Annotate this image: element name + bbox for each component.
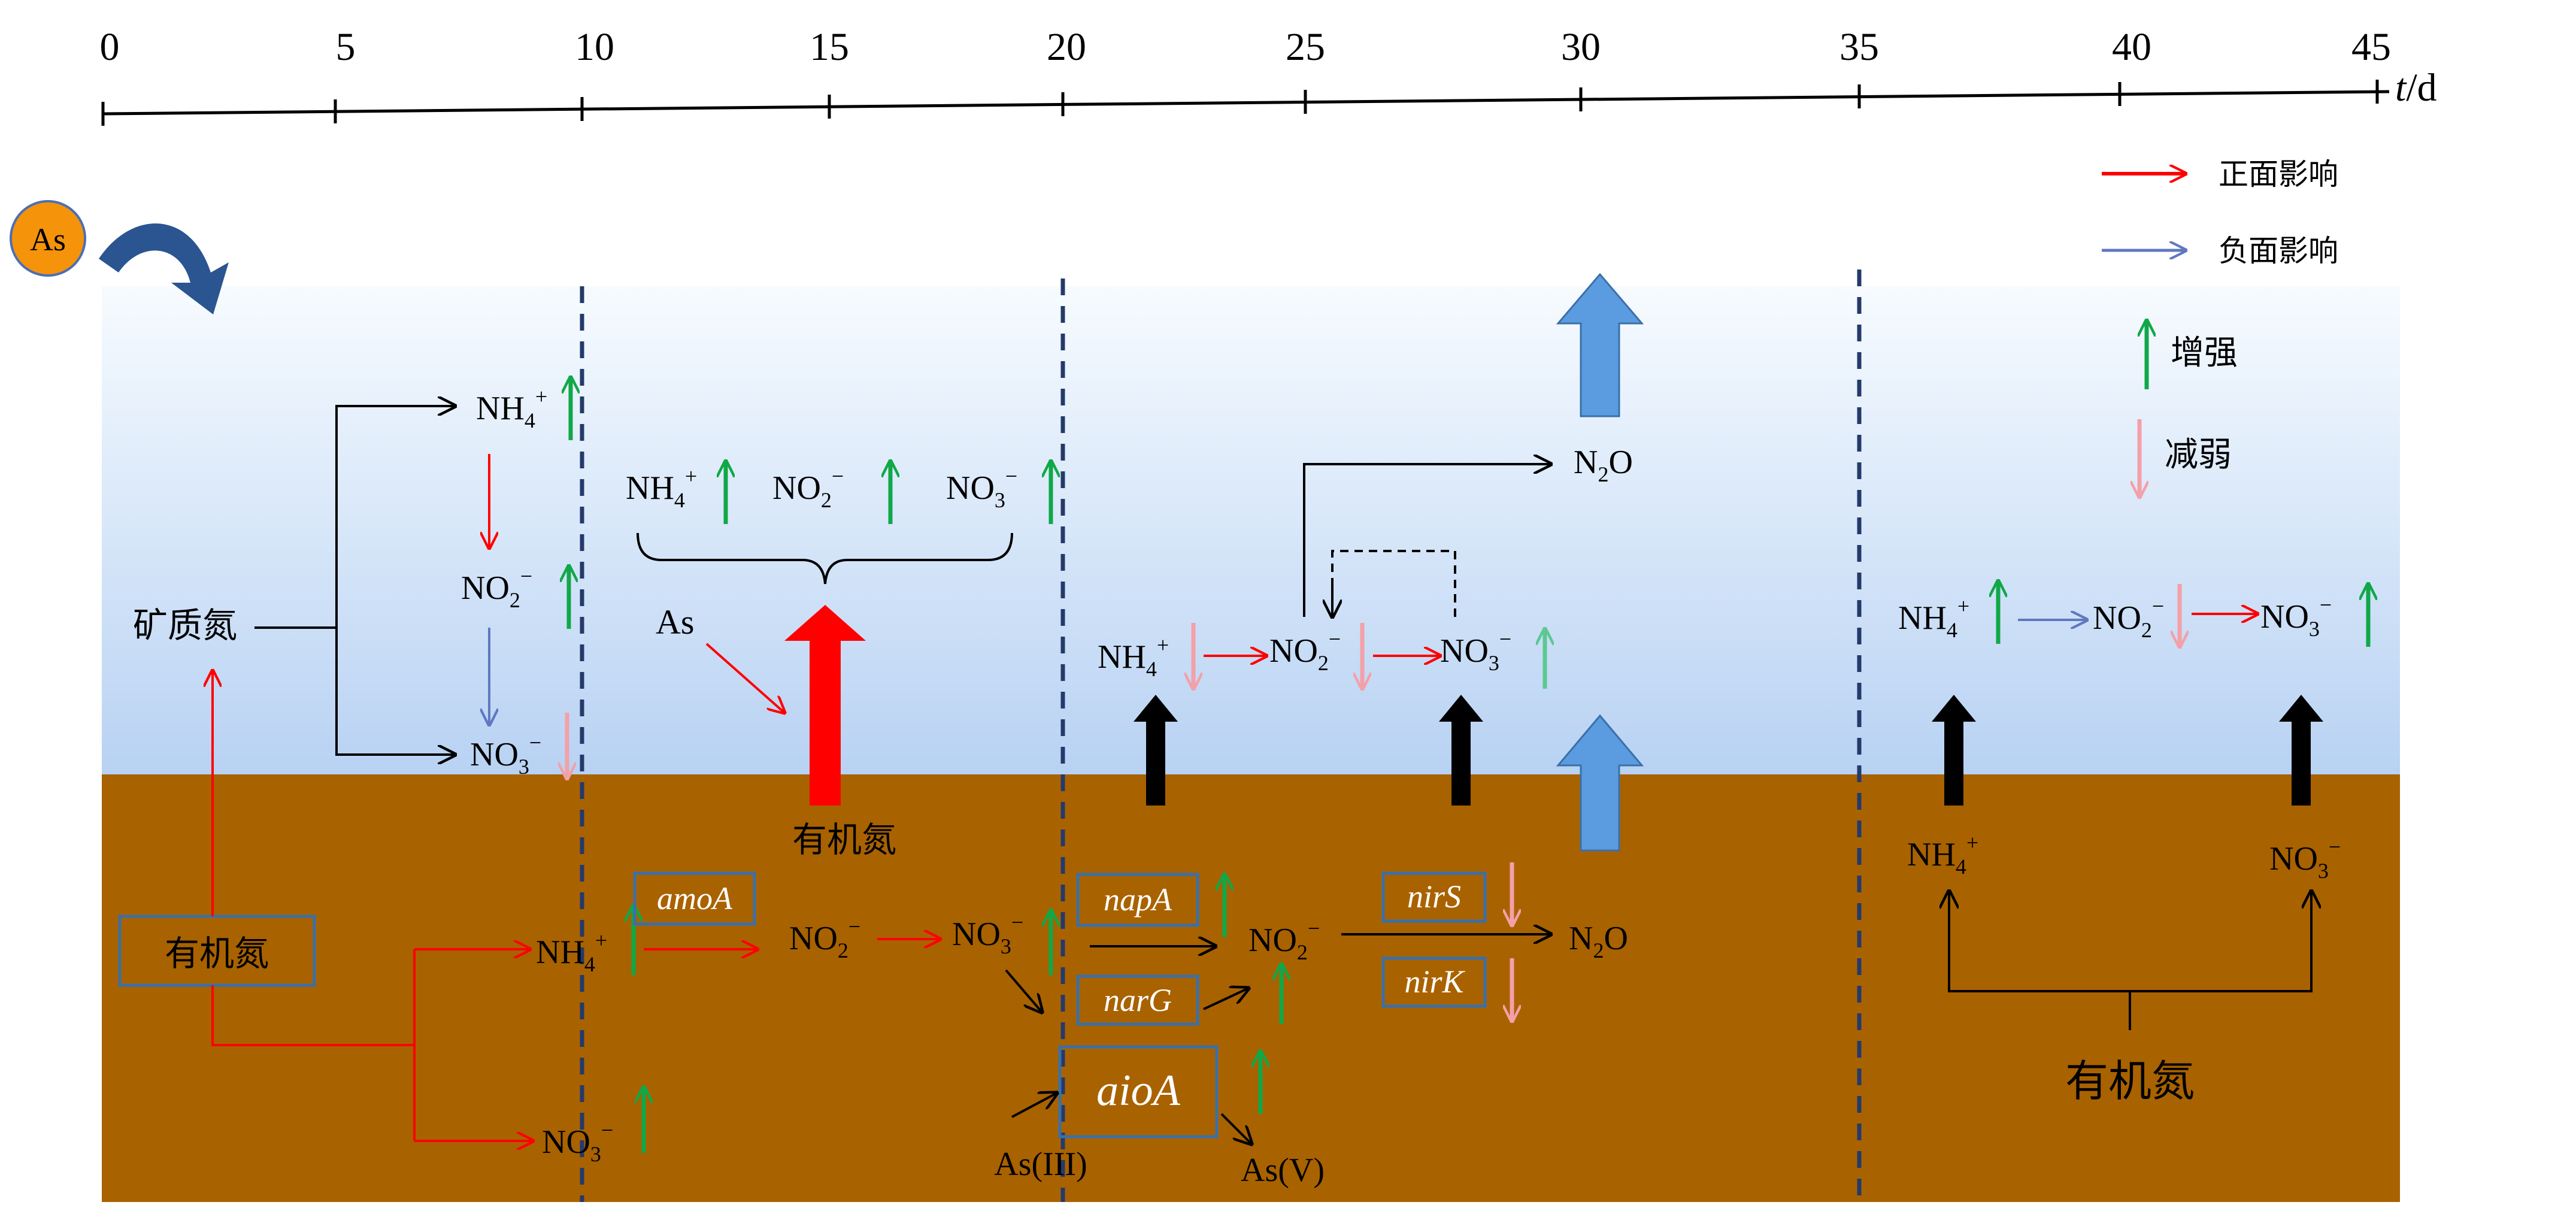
tick-label: 45 xyxy=(2351,25,2391,69)
gene-box-napA xyxy=(1076,873,1199,927)
organic-n-box xyxy=(118,915,316,987)
tick-label: 5 xyxy=(336,25,356,69)
mineral-n-label: 矿质氮 xyxy=(133,605,237,646)
tick-label: 40 xyxy=(2112,25,2151,69)
species-no3: NO3− xyxy=(946,464,1017,512)
as-label: As xyxy=(656,602,694,641)
tick-label: 0 xyxy=(100,25,120,69)
tick-label: 10 xyxy=(575,25,614,69)
species-nh4: NH4+ xyxy=(476,384,547,432)
gene-box-narG xyxy=(1076,974,1199,1026)
soil-nh4: NH4+ xyxy=(1907,831,1978,879)
species-nh4: NH4+ xyxy=(1898,594,1969,642)
black-up-arrow-icon xyxy=(2279,695,2323,806)
species-no2: NO2− xyxy=(2093,594,2164,642)
tick-label: 30 xyxy=(1561,25,1601,69)
soil-nh4: NH4+ xyxy=(536,928,607,976)
organic-n-label: 有机氮 xyxy=(2065,1056,2195,1106)
tick-label: 25 xyxy=(1286,25,1325,69)
period-3: N2O NH4+ NO2− NO3− napA narG NO2− N2O ni… xyxy=(994,273,1644,1189)
svg-text:amoA: amoA xyxy=(657,880,733,916)
legend-weaken: 减弱 xyxy=(2165,437,2232,474)
soil-n2o: N2O xyxy=(1569,920,1628,962)
species-n2o: N2O xyxy=(1574,444,1633,486)
curved-arrow-icon xyxy=(99,223,229,314)
legend-enhance: 增强 xyxy=(2171,335,2238,372)
svg-text:nirK: nirK xyxy=(1404,964,1465,1000)
soil-zone xyxy=(102,774,2400,1202)
period-1: 矿质氮 NH4+ NO2− NO3− 有机氮 NH4+ NO3− xyxy=(118,377,644,1166)
legend-positive: 正面影响 xyxy=(2219,158,2338,191)
period-4: NH4+ NO2− NO3− NH4+ NO3− 有机氮 xyxy=(1898,581,2368,1106)
soil-no3: NO3− xyxy=(952,910,1023,958)
svg-text:nirS: nirS xyxy=(1407,879,1461,915)
svg-text:napA: napA xyxy=(1104,882,1172,918)
big-red-arrow-icon xyxy=(784,605,866,806)
gene-box-nirK xyxy=(1381,956,1487,1008)
tick-label: 35 xyxy=(1839,25,1879,69)
soil-no3: NO3− xyxy=(542,1118,613,1166)
period-boundaries xyxy=(580,270,1862,1202)
soil-no2: NO2− xyxy=(1248,916,1320,964)
organic-n-label: 有机氮 xyxy=(165,933,269,974)
black-up-arrow-icon xyxy=(1932,695,1976,806)
species-no3: NO3− xyxy=(2260,593,2332,641)
big-blue-arrow-icon xyxy=(1556,273,1644,417)
as3-label: As(III) xyxy=(994,1146,1087,1183)
species-no2: NO2− xyxy=(772,464,844,512)
positive-arrow xyxy=(705,643,784,713)
period-2: NH4+ NO2− NO3− As 有机氮 amoA NO2− NO3− xyxy=(626,461,1051,1012)
arsenic-badge: As xyxy=(10,200,86,277)
gene-box-nirS xyxy=(1381,871,1487,923)
species-no3: NO3− xyxy=(470,731,541,779)
species-nh4: NH4+ xyxy=(1098,633,1169,681)
timeline-axis xyxy=(101,80,2390,126)
axis-unit: t/d xyxy=(2395,66,2437,110)
organic-n-label: 有机氮 xyxy=(792,819,896,860)
svg-text:narG: narG xyxy=(1104,982,1172,1018)
black-up-arrow-icon xyxy=(1134,695,1178,806)
species-no2: NO2− xyxy=(1269,627,1341,675)
curly-brace xyxy=(637,532,1013,585)
species-no3: NO3− xyxy=(1440,627,1511,675)
tick-label: 15 xyxy=(810,25,849,69)
soil-no2: NO2− xyxy=(789,915,860,962)
black-up-arrow-icon xyxy=(1439,695,1483,806)
legend-negative: 负面影响 xyxy=(2219,234,2338,268)
gene-box-amoA xyxy=(633,871,756,926)
svg-text:As: As xyxy=(30,222,66,258)
big-blue-arrow-icon xyxy=(1556,714,1644,852)
species-nh4: NH4+ xyxy=(626,464,697,512)
tick-label: 20 xyxy=(1047,25,1086,69)
water-zone xyxy=(102,286,2400,774)
legend: 正面影响 负面影响 增强 减弱 xyxy=(2102,158,2338,497)
soil-no3: NO3− xyxy=(2269,835,2341,883)
as5-label: As(V) xyxy=(1241,1152,1325,1189)
svg-text:aioA: aioA xyxy=(1096,1066,1181,1115)
species-no2: NO2− xyxy=(461,564,532,612)
